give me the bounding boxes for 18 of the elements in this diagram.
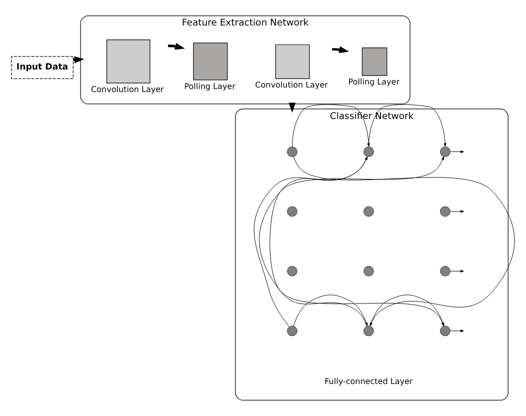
arrow	[450, 150, 464, 154]
arrow	[450, 330, 464, 332]
node-circle	[286, 206, 298, 217]
arrow	[450, 210, 464, 213]
node-box: Input Data	[11, 56, 74, 79]
node-circle	[286, 266, 298, 276]
node-circle	[440, 146, 450, 157]
arrow	[450, 270, 464, 272]
node-circle	[286, 326, 298, 336]
node-circle	[440, 326, 450, 336]
arrow	[368, 104, 446, 147]
node-circle	[363, 146, 374, 157]
node-circle	[286, 146, 298, 157]
node-circle	[363, 326, 374, 336]
node-circle	[363, 266, 374, 276]
node-circle	[440, 266, 450, 276]
node-circle	[440, 206, 450, 217]
node-circle	[363, 206, 374, 217]
